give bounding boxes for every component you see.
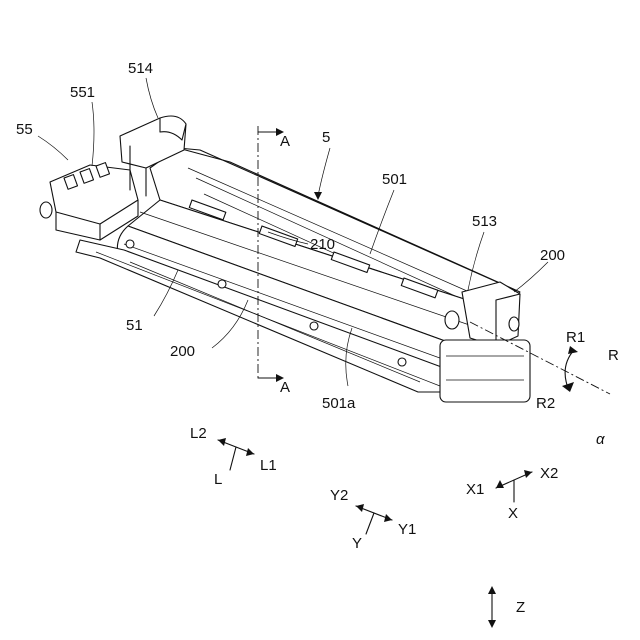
axis-label-x2: X2 <box>540 465 558 482</box>
rotation-indicator <box>562 346 578 392</box>
label-a-bottom: A <box>280 379 290 396</box>
label-210: 210 <box>310 236 335 253</box>
label-r2: R2 <box>536 395 555 412</box>
label-501a: 501a <box>322 395 356 412</box>
orientation-Z <box>488 586 496 628</box>
axis-label-l1: L1 <box>260 457 277 474</box>
label-551: 551 <box>70 84 95 101</box>
label-514: 514 <box>128 60 153 77</box>
axis-label-l2: L2 <box>190 425 207 442</box>
label-a-top: A <box>280 133 290 150</box>
orientation-X <box>496 470 532 502</box>
label-200-right: 200 <box>540 247 565 264</box>
axis-label-y2: Y2 <box>330 487 348 504</box>
label-alpha: α <box>596 431 605 448</box>
axis-label-x1: X1 <box>466 481 484 498</box>
label-5: 5 <box>322 129 330 146</box>
axis-label-l: L <box>214 471 222 488</box>
label-r1: R1 <box>566 329 585 346</box>
axis-label-x: X <box>508 505 518 522</box>
label-r: R <box>608 347 619 364</box>
axis-label-y1: Y1 <box>398 521 416 538</box>
label-501: 501 <box>382 171 407 188</box>
axis-label-z: Z <box>516 599 525 616</box>
label-513: 513 <box>472 213 497 230</box>
label-200-left: 200 <box>170 343 195 360</box>
label-51: 51 <box>126 317 143 334</box>
axis-label-y: Y <box>352 535 362 552</box>
left-end-block <box>40 163 138 240</box>
orientation-Y <box>356 504 392 534</box>
orientation-L <box>218 438 254 470</box>
label-55: 55 <box>16 121 33 138</box>
